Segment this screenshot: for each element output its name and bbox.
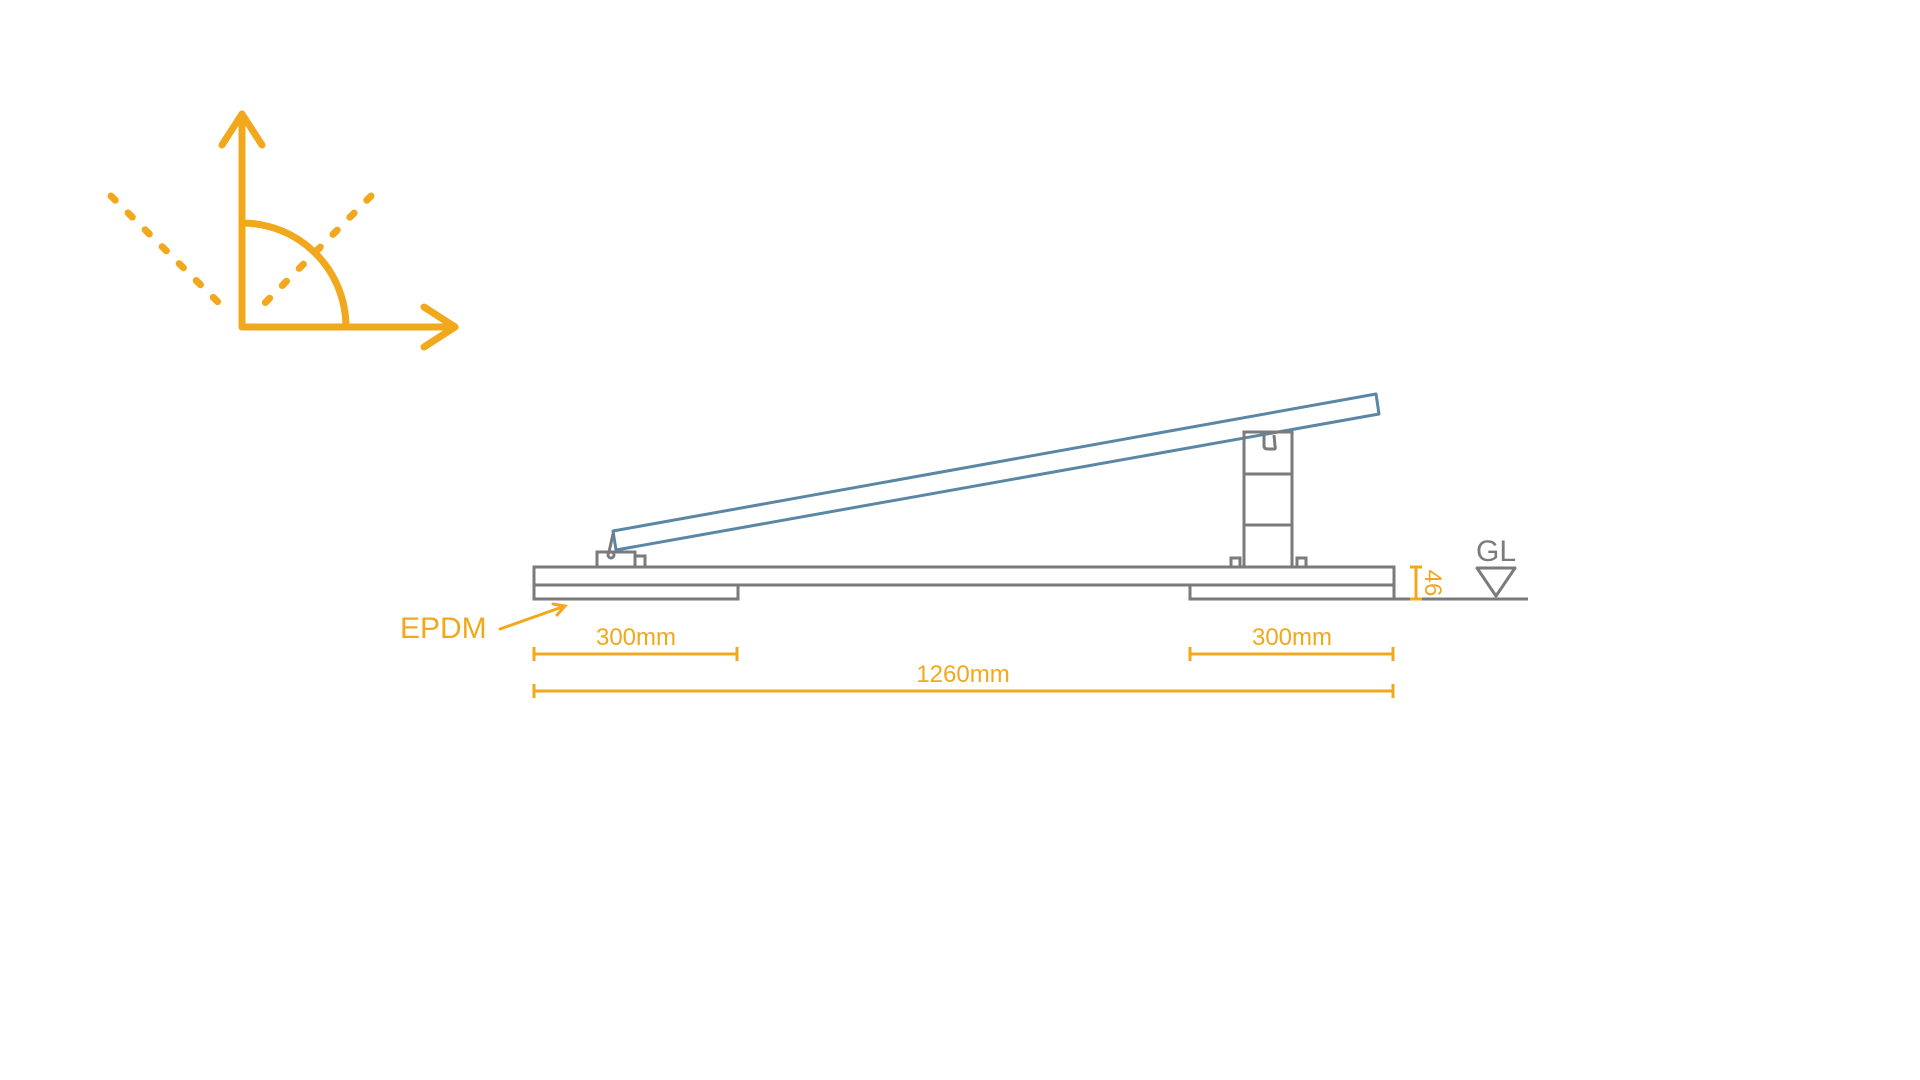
left-ballast-dimension-label: 300mm bbox=[596, 624, 676, 651]
left-ballast-dimension-line bbox=[532, 647, 739, 661]
ground-level-triangle-icon bbox=[1475, 566, 1517, 598]
ground-level-label: GL bbox=[1476, 535, 1516, 568]
mounting-frame bbox=[532, 430, 1528, 601]
solar-panel bbox=[611, 392, 1381, 552]
total-length-dimension-label: 1260mm bbox=[916, 661, 1009, 688]
total-length-dimension-line bbox=[532, 684, 1395, 698]
tilt-angle-icon bbox=[107, 110, 459, 351]
right-ballast-block bbox=[1188, 583, 1396, 601]
base-rail bbox=[532, 565, 1396, 587]
rear-support-post bbox=[1242, 430, 1294, 569]
epdm-pointer-arrow bbox=[498, 602, 568, 631]
front-hinge-bracket bbox=[595, 550, 637, 569]
right-ballast-dimension-label: 300mm bbox=[1252, 624, 1332, 651]
epdm-label: EPDM bbox=[400, 612, 487, 645]
left-ballast-block bbox=[532, 583, 740, 601]
rail-height-dimension bbox=[1410, 565, 1422, 601]
right-ballast-dimension-line bbox=[1188, 647, 1395, 661]
rail-height-label: 46 bbox=[1419, 570, 1446, 597]
